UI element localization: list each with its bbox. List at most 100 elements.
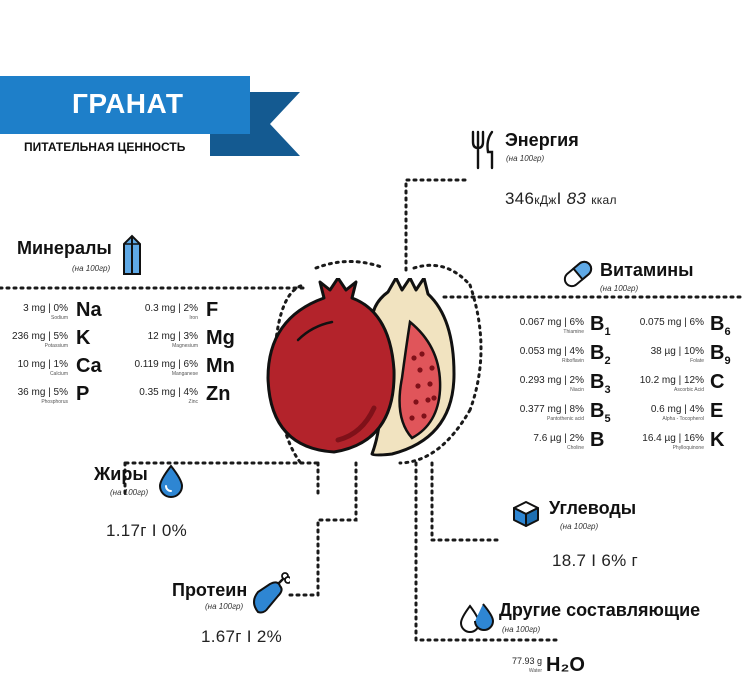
nutrient-symbol-main: Mg bbox=[206, 327, 235, 349]
nutrient-amount: 38 µg | 10% bbox=[650, 346, 704, 357]
minerals-subtitle: (на 100гр) bbox=[72, 264, 111, 273]
nutrient-symbol-main: K bbox=[710, 429, 725, 451]
nutrient-amount: 0.6 mg | 4% bbox=[650, 404, 704, 415]
nutrient-symbol: Ca bbox=[76, 355, 102, 378]
other-title: Другие составляющие bbox=[499, 600, 701, 620]
water-amount: 77.93 g bbox=[511, 656, 542, 666]
drop-icon bbox=[158, 464, 184, 503]
nutrient-symbol: B bbox=[590, 429, 604, 454]
nutrient-name: Phosphorus bbox=[41, 399, 68, 405]
drumstick-icon bbox=[250, 572, 292, 619]
nutrient-name: Choline bbox=[567, 445, 584, 451]
nutrient-symbol-subscript: 6 bbox=[724, 326, 731, 338]
nutrient-symbol-main: B bbox=[590, 371, 605, 393]
energy-kj: 346 bbox=[505, 189, 535, 208]
nutrient-symbol: Zn bbox=[206, 383, 230, 406]
nutrient-name: Thiamine bbox=[563, 329, 584, 335]
protein-value: 1.67г I 2% bbox=[201, 627, 283, 646]
nutrient-amount: 0.119 mg | 6% bbox=[134, 359, 198, 370]
nutrient-amount: 0.067 mg | 6% bbox=[519, 317, 584, 328]
nutrient-symbol-main: B bbox=[710, 342, 725, 364]
nutrient-symbol-subscript: 1 bbox=[604, 326, 611, 338]
nutrient-symbol-main: Zn bbox=[206, 383, 231, 405]
nutrient-amount: 0.075 mg | 6% bbox=[639, 317, 704, 328]
vitamins-subtitle: (на 100гр) bbox=[600, 284, 639, 293]
energy-title: Энергия bbox=[505, 130, 579, 150]
vitamins-title: Витамины bbox=[600, 260, 694, 280]
nutrient-symbol: Na bbox=[76, 299, 102, 322]
nutrient-symbol-main: C bbox=[710, 371, 725, 393]
nutrient-symbol: E bbox=[710, 400, 723, 425]
nutrient-amount: 3 mg | 0% bbox=[23, 303, 68, 314]
nutrient-symbol: K bbox=[76, 327, 90, 350]
nutrient-name: Iron bbox=[189, 315, 198, 321]
nutrient-amount: 7.6 µg | 2% bbox=[533, 433, 584, 444]
nutrient-amount: 36 mg | 5% bbox=[17, 387, 68, 398]
nutrient-symbol-subscript: 3 bbox=[604, 384, 611, 396]
nutrient-name: Potassium bbox=[44, 343, 68, 349]
nutrient-name: Sodium bbox=[51, 315, 68, 321]
page-title: ГРАНАТ bbox=[72, 88, 184, 119]
nutrient-symbol-main: B bbox=[710, 313, 725, 335]
nutrient-amount: 16.4 µg | 16% bbox=[642, 433, 704, 444]
protein-title: Протеин bbox=[172, 580, 248, 600]
nutrient-name: Manganese bbox=[171, 371, 198, 377]
other-subtitle: (на 100гр) bbox=[502, 625, 541, 634]
nutrient-symbol-subscript: 2 bbox=[604, 355, 611, 367]
pomegranate-illustration bbox=[262, 276, 462, 473]
nutrient-name: Folate bbox=[690, 358, 704, 364]
nutrient-symbol-main: B bbox=[590, 429, 605, 451]
nutrient-amount: 0.35 mg | 4% bbox=[139, 387, 198, 398]
nutrient-symbol: P bbox=[76, 383, 89, 406]
nutrient-symbol: Mg bbox=[206, 327, 235, 350]
nutrient-symbol-main: B bbox=[590, 400, 605, 422]
nutrient-symbol: F bbox=[206, 299, 218, 322]
energy-kj-unit: кДж bbox=[534, 193, 557, 207]
minerals-title: Минералы bbox=[17, 238, 112, 258]
nutrient-amount: 236 mg | 5% bbox=[12, 331, 68, 342]
nutrient-amount: 0.3 mg | 2% bbox=[144, 303, 198, 314]
nutrient-symbol-main: K bbox=[76, 327, 91, 349]
nutrient-symbol: B6 bbox=[710, 313, 731, 338]
nutrient-amount: 10 mg | 1% bbox=[17, 359, 68, 370]
protein-subtitle: (на 100гр) bbox=[205, 602, 244, 611]
nutrient-amount: 0.377 mg | 8% bbox=[519, 404, 584, 415]
fats-value: 1.17г I 0% bbox=[106, 521, 188, 540]
nutrient-symbol-subscript: 5 bbox=[604, 413, 611, 425]
nutrient-name: Ascorbic Acid bbox=[673, 387, 704, 393]
nutrient-name: Zinc bbox=[188, 399, 198, 405]
nutrient-symbol-main: F bbox=[206, 299, 219, 321]
nutrient-symbol: B5 bbox=[590, 400, 611, 425]
nutrient-symbol-main: B bbox=[590, 342, 605, 364]
nutrient-symbol: B2 bbox=[590, 342, 611, 367]
nutrient-amount: 10.2 mg | 12% bbox=[639, 375, 704, 386]
fats-subtitle: (на 100гр) bbox=[110, 488, 149, 497]
water-symbol: H₂O bbox=[546, 654, 585, 676]
nutrient-name: Riboflavin bbox=[562, 358, 584, 364]
nutrient-name: Phylloquinone bbox=[672, 445, 704, 451]
header-banner bbox=[0, 76, 300, 166]
nutrient-symbol-main: Ca bbox=[76, 355, 102, 377]
sugar-cube-icon bbox=[512, 500, 540, 533]
page-subtitle: ПИТАТЕЛЬНАЯ ЦЕННОСТЬ bbox=[24, 140, 186, 154]
nutrient-symbol: B3 bbox=[590, 371, 611, 396]
nutrient-symbol-main: E bbox=[710, 400, 724, 422]
nutrient-symbol: K bbox=[710, 429, 724, 454]
nutrient-name: Calcium bbox=[49, 371, 68, 377]
water-name: Water bbox=[528, 668, 542, 674]
nutrient-symbol-subscript: 9 bbox=[724, 355, 731, 367]
nutrient-name: Pantothenic acid bbox=[547, 416, 584, 422]
nutrient-symbol-main: Na bbox=[76, 299, 102, 321]
carbs-subtitle: (на 100гр) bbox=[560, 522, 599, 531]
water-drops-icon bbox=[459, 602, 495, 639]
energy-value: 346кДжI 83 ккал bbox=[505, 189, 617, 209]
nutrient-amount: 0.053 mg | 4% bbox=[519, 346, 584, 357]
fork-knife-icon bbox=[470, 130, 498, 175]
fats-title: Жиры bbox=[94, 464, 148, 484]
nutrient-amount: 0.293 mg | 2% bbox=[519, 375, 584, 386]
carbs-value: 18.7 I 6% г bbox=[552, 551, 639, 570]
nutrient-symbol-main: P bbox=[76, 383, 90, 405]
carbs-title: Углеводы bbox=[549, 498, 637, 518]
nutrient-amount: 12 mg | 3% bbox=[147, 331, 198, 342]
